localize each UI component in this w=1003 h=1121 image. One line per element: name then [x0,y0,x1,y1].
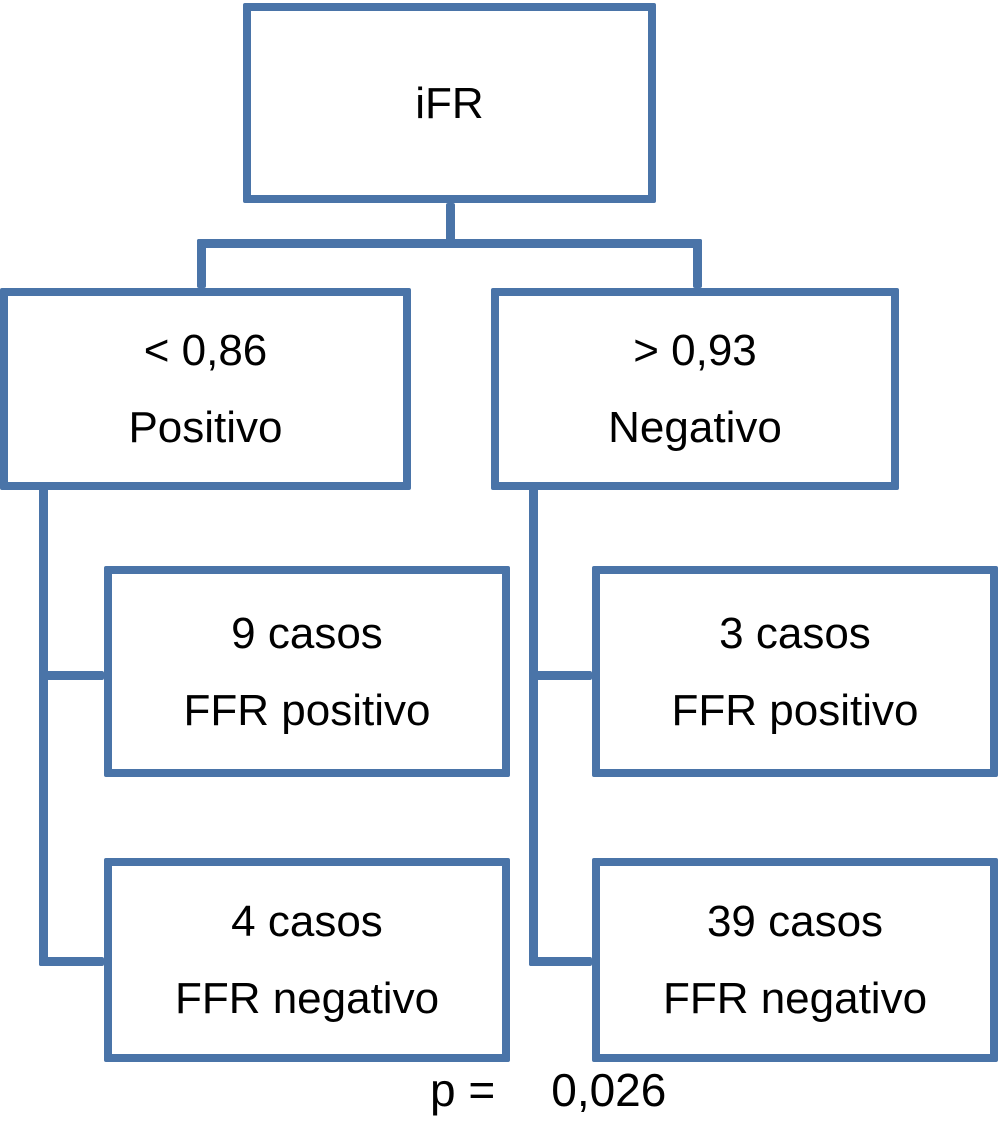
node-count-label: 9 casos [231,608,383,658]
node-count-label: 4 casos [231,897,383,946]
connector-root-vertical [446,203,455,248]
node-ifr-positive-threshold: < 0,86 [143,326,268,375]
connector-left-child2-stub [39,957,104,966]
node-result-label: FFR negativo [662,974,928,1023]
node-result-label: FFR positivo [671,685,919,735]
node-ifr-negative: > 0,93 Negativo [491,288,899,490]
node-ffr-negative-of-ifr-positive: 4 casos FFR negativo [104,858,510,1062]
node-ffr-positive-of-ifr-negative: 3 casos FFR positivo [592,566,998,777]
node-ifr-label: iFR [415,78,484,128]
node-ifr-positive: < 0,86 Positivo [0,288,411,490]
node-count-label: 39 casos [706,897,884,946]
node-result-label: FFR positivo [183,685,431,735]
p-value-label: p = [430,1064,496,1116]
p-value-annotation: p = 0,026 [430,1063,666,1118]
p-value-number: 0,026 [551,1064,667,1116]
node-ifr-negative-threshold: > 0,93 [633,326,757,375]
connector-left-drop [39,488,48,966]
connector-right-child1-stub [529,671,592,680]
node-ffr-negative-of-ifr-negative: 39 casos FFR negativo [592,858,998,1062]
node-result-label: FFR negativo [174,974,440,1023]
connector-right-drop [529,488,538,966]
node-ffr-positive-of-ifr-positive: 9 casos FFR positivo [104,566,510,777]
node-count-label: 3 casos [719,608,871,658]
node-ifr-positive-classification: Positivo [128,403,283,452]
connector-left-child1-stub [39,671,104,680]
connector-right-child2-stub [529,957,592,966]
connector-right-branch-stub [693,239,702,288]
node-ifr-negative-classification: Negativo [608,403,782,452]
connector-left-branch-stub [197,239,206,288]
node-ifr-root: iFR [243,3,656,203]
connector-branch-horizontal [197,239,702,248]
